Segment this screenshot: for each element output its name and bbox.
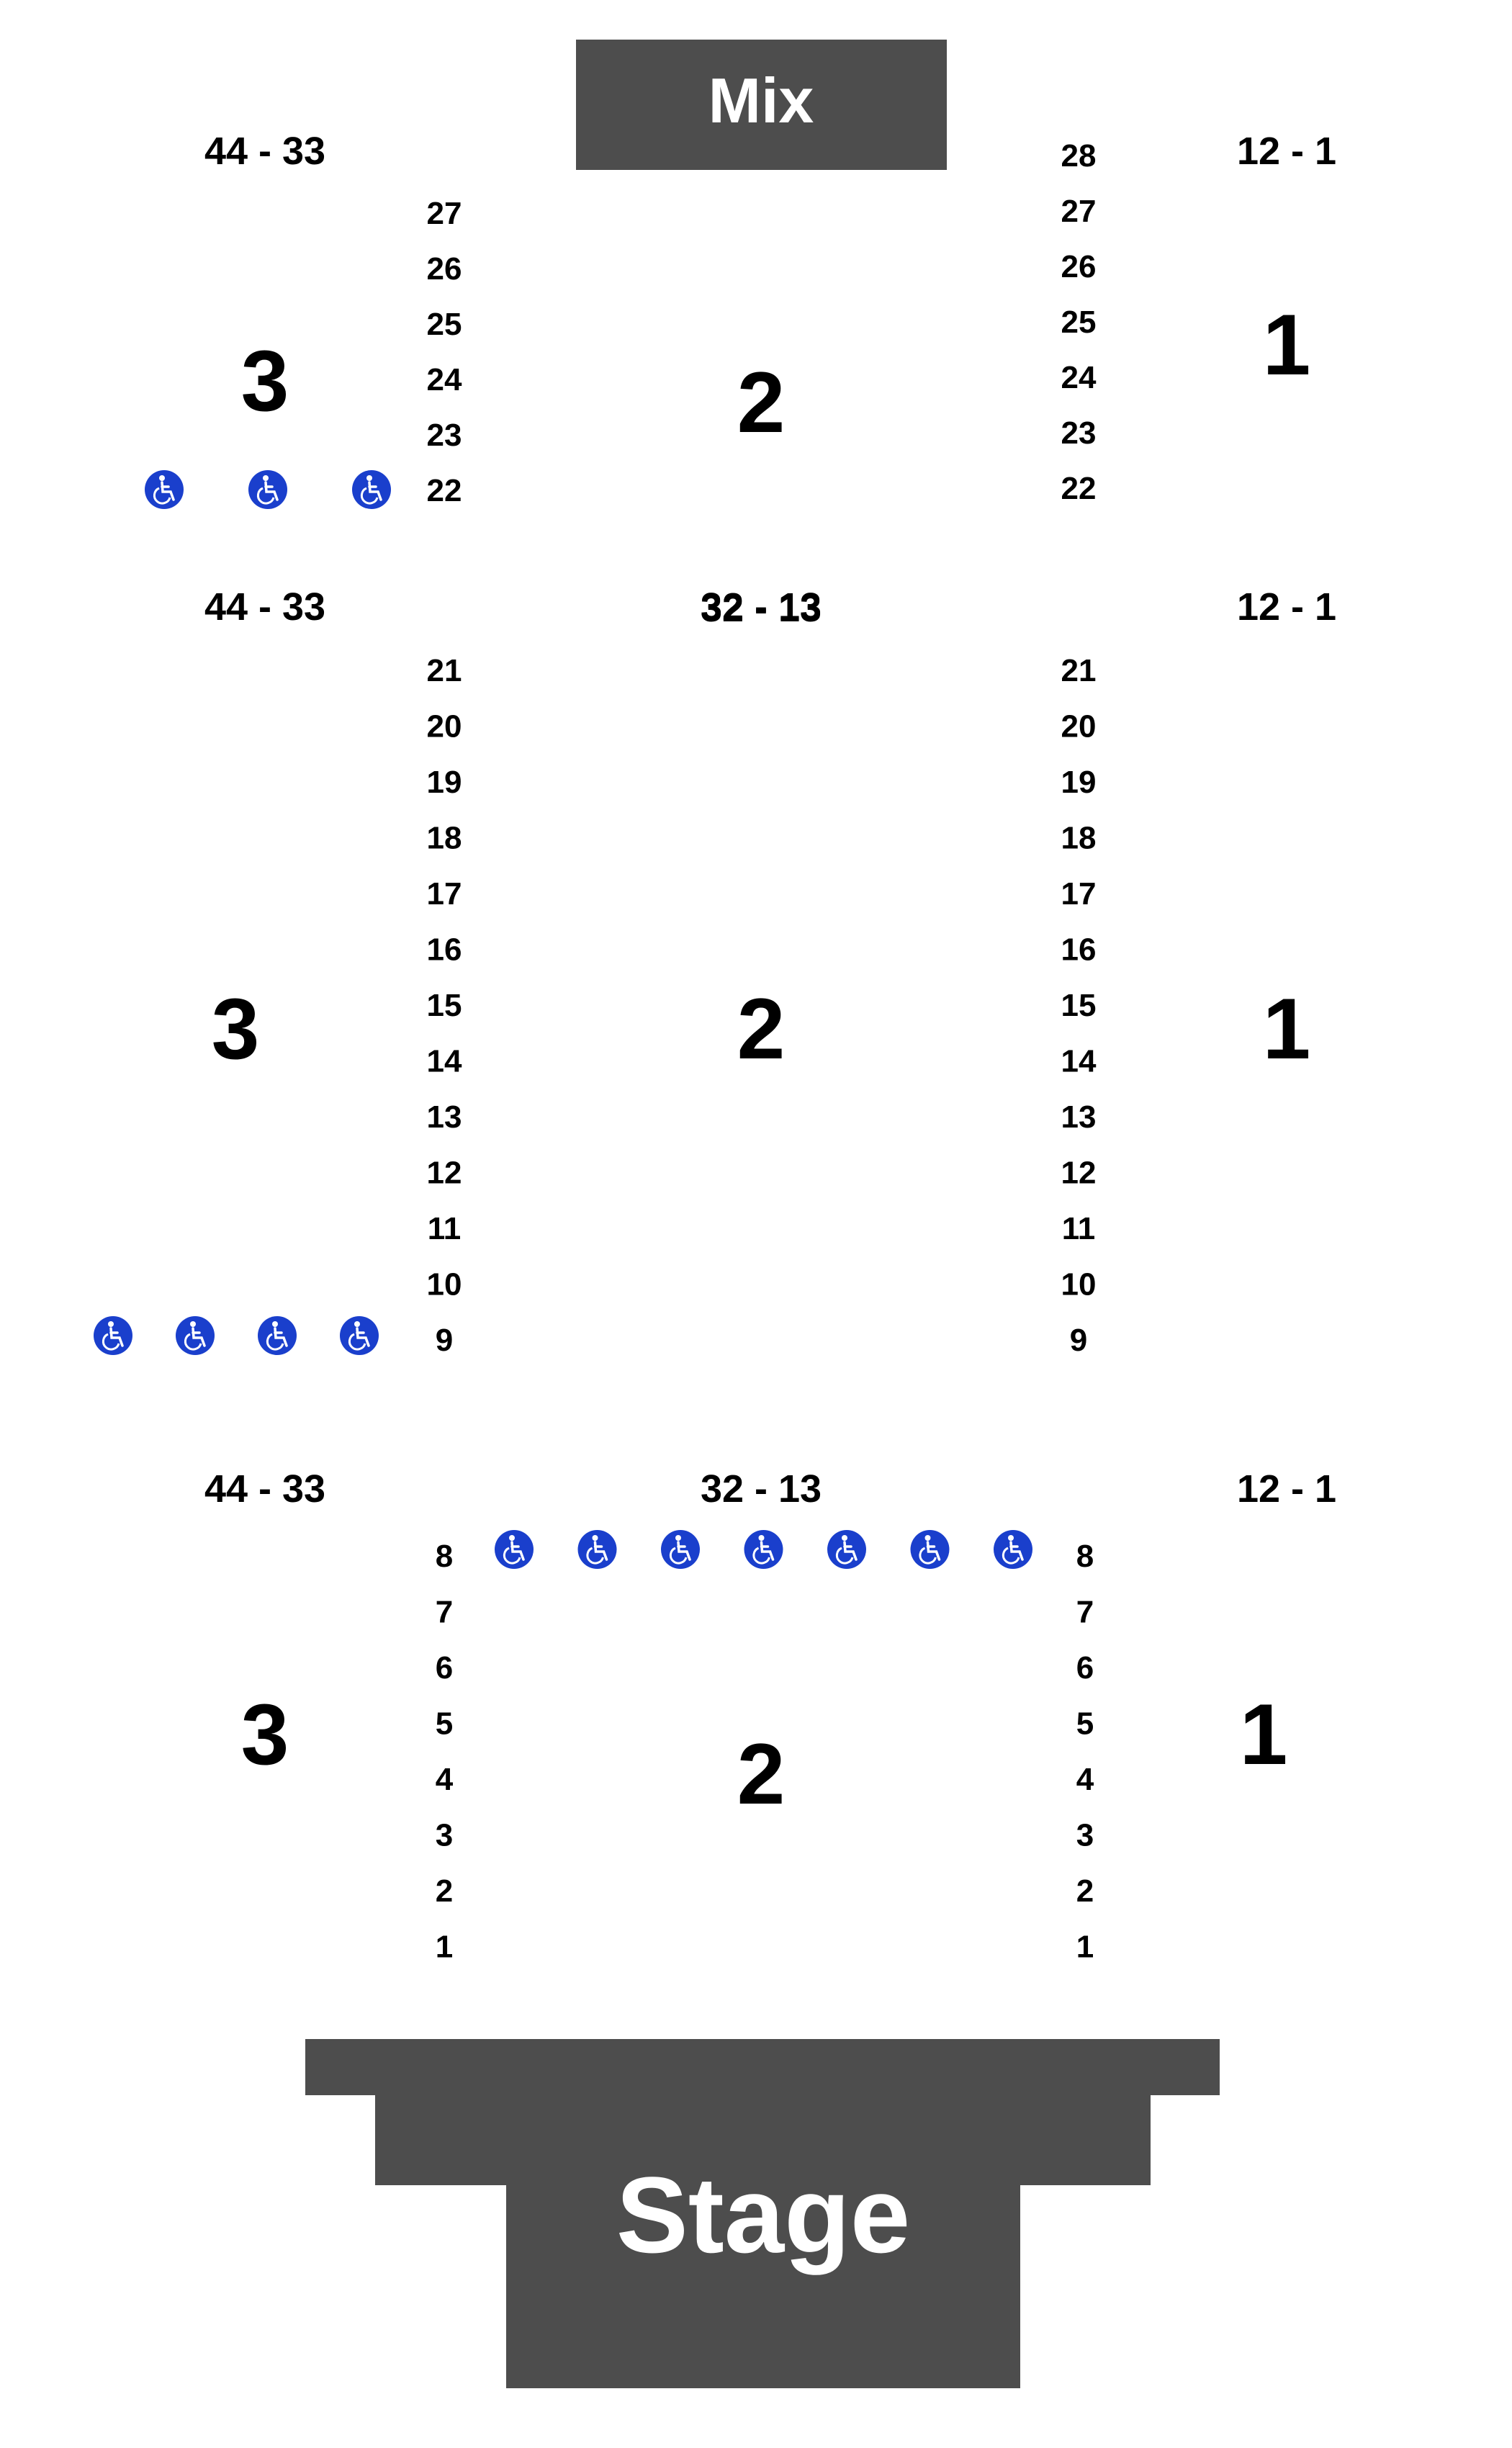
row-label-left: 13 (427, 1099, 462, 1135)
wheelchair-accessible-icon[interactable] (827, 1530, 866, 1569)
row-label-right: 17 (1061, 876, 1097, 912)
row-label-right: 8 (1076, 1539, 1094, 1574)
seat-range-section2: 32 - 13 (701, 587, 822, 630)
row-label-right: 19 (1061, 765, 1097, 800)
wheelchair-accessible-icon[interactable] (340, 1316, 379, 1355)
row-label-left: 27 (427, 196, 462, 231)
row-label-left: 18 (427, 821, 462, 856)
section-2-label[interactable]: 2 (737, 981, 786, 1077)
wheelchair-accessible-icon[interactable] (94, 1316, 132, 1355)
row-label-left: 12 (427, 1156, 462, 1191)
row-label-right: 21 (1061, 653, 1097, 688)
wheelchair-accessible-icon[interactable] (661, 1530, 700, 1569)
row-label-right: 23 (1061, 415, 1097, 451)
row-label-left: 6 (436, 1650, 453, 1686)
row-label-right: 11 (1062, 1211, 1096, 1246)
row-label-right: 27 (1061, 194, 1097, 229)
section-1-label[interactable]: 1 (1240, 1686, 1288, 1783)
row-label-left: 19 (427, 765, 462, 800)
row-label-left: 1 (436, 1930, 453, 1965)
mix-booth (576, 40, 947, 170)
wheelchair-accessible-icon[interactable] (248, 470, 287, 509)
row-label-right: 13 (1061, 1099, 1097, 1135)
seat-range-section1: 12 - 1 (1237, 130, 1336, 173)
row-label-left: 24 (427, 362, 462, 397)
row-label-right: 24 (1061, 360, 1097, 395)
section-3-label[interactable]: 3 (212, 981, 260, 1077)
row-label-right: 16 (1061, 932, 1097, 968)
section-3-label[interactable]: 3 (241, 1686, 289, 1783)
row-label-left: 23 (427, 418, 462, 453)
wheelchair-accessible-icon[interactable] (352, 470, 391, 509)
wheelchair-accessible-icon[interactable] (176, 1316, 215, 1355)
wheelchair-accessible-icon[interactable] (910, 1530, 950, 1569)
row-label-right: 14 (1061, 1044, 1097, 1079)
section-2-label[interactable]: 2 (737, 1726, 786, 1822)
row-label-left: 3 (436, 1818, 453, 1853)
row-label-left: 10 (427, 1267, 462, 1302)
row-label-left: 16 (427, 932, 462, 968)
section-3-label[interactable]: 3 (241, 333, 289, 429)
wheelchair-accessible-icon[interactable] (994, 1530, 1032, 1569)
row-label-right: 6 (1076, 1650, 1094, 1686)
row-label-right: 26 (1061, 249, 1097, 284)
row-label-left: 8 (436, 1539, 453, 1574)
stage-mid (375, 2095, 1151, 2185)
section-1-label[interactable]: 1 (1263, 981, 1311, 1077)
row-label-left: 14 (427, 1044, 462, 1079)
row-label-right: 5 (1076, 1706, 1094, 1742)
row-label-left: 22 (427, 473, 462, 508)
seat-range-section2: 32 - 13 (701, 585, 822, 629)
row-label-left: 7 (436, 1595, 453, 1630)
seat-range-section1: 12 - 1 (1237, 1467, 1336, 1511)
row-label-right: 4 (1076, 1762, 1094, 1797)
row-label-right: 7 (1076, 1595, 1094, 1630)
seat-range-section2: 32 - 13 (701, 1467, 822, 1511)
stage-main (506, 2185, 1020, 2388)
row-label-left: 20 (427, 709, 462, 744)
row-label-left: 2 (436, 1873, 453, 1909)
wheelchair-accessible-icon[interactable] (145, 470, 184, 509)
wheelchair-accessible-icon[interactable] (577, 1530, 617, 1569)
stage-label: Stage (616, 2154, 910, 2275)
row-label-right: 22 (1061, 471, 1097, 506)
row-label-left: 4 (436, 1762, 454, 1797)
row-label-left: 5 (436, 1706, 453, 1742)
mix-label: Mix (708, 65, 814, 136)
row-label-left: 9 (436, 1323, 453, 1358)
stage-apron (305, 2039, 1220, 2095)
row-label-right: 15 (1061, 988, 1097, 1023)
section-2-label[interactable]: 2 (737, 354, 786, 451)
zone-lower: 44 - 33 32 - 13 12 - 1 3 2 1 8 7 6 5 4 3 2 1 8 7 6 5 4 3 2 1 (204, 1467, 1336, 1965)
row-label-left: 26 (427, 251, 462, 287)
seat-range-section3: 44 - 33 (204, 585, 325, 629)
row-label-right: 12 (1061, 1156, 1097, 1191)
row-label-right: 1 (1076, 1930, 1094, 1965)
row-label-left: 17 (427, 876, 462, 912)
wheelchair-accessible-icon[interactable] (495, 1530, 534, 1569)
seat-range-section1: 12 - 1 (1237, 585, 1336, 629)
row-label-right: 28 (1061, 138, 1097, 174)
row-label-left: 25 (427, 307, 462, 342)
row-label-right: 10 (1061, 1267, 1097, 1302)
row-label-right: 2 (1076, 1873, 1094, 1909)
row-label-right: 18 (1061, 821, 1097, 856)
row-label-right: 9 (1070, 1323, 1087, 1358)
wheelchair-accessible-icon[interactable] (744, 1530, 783, 1569)
row-label-left: 21 (427, 653, 462, 688)
zone-upper: 44 - 33 32 - 13 12 - 1 3 2 1 27 26 25 24 23 22 28 27 2… (145, 130, 1336, 630)
wheelchair-accessible-icon[interactable] (258, 1316, 297, 1355)
row-label-left: 11 (428, 1211, 462, 1246)
seat-range-section3: 44 - 33 (204, 1467, 325, 1511)
row-label-right: 25 (1061, 305, 1097, 340)
section-1-label[interactable]: 1 (1263, 297, 1311, 393)
row-label-right: 3 (1076, 1818, 1094, 1853)
row-label-left: 15 (427, 988, 462, 1023)
seat-range-section3: 44 - 33 (204, 130, 325, 173)
row-label-right: 20 (1061, 709, 1097, 744)
